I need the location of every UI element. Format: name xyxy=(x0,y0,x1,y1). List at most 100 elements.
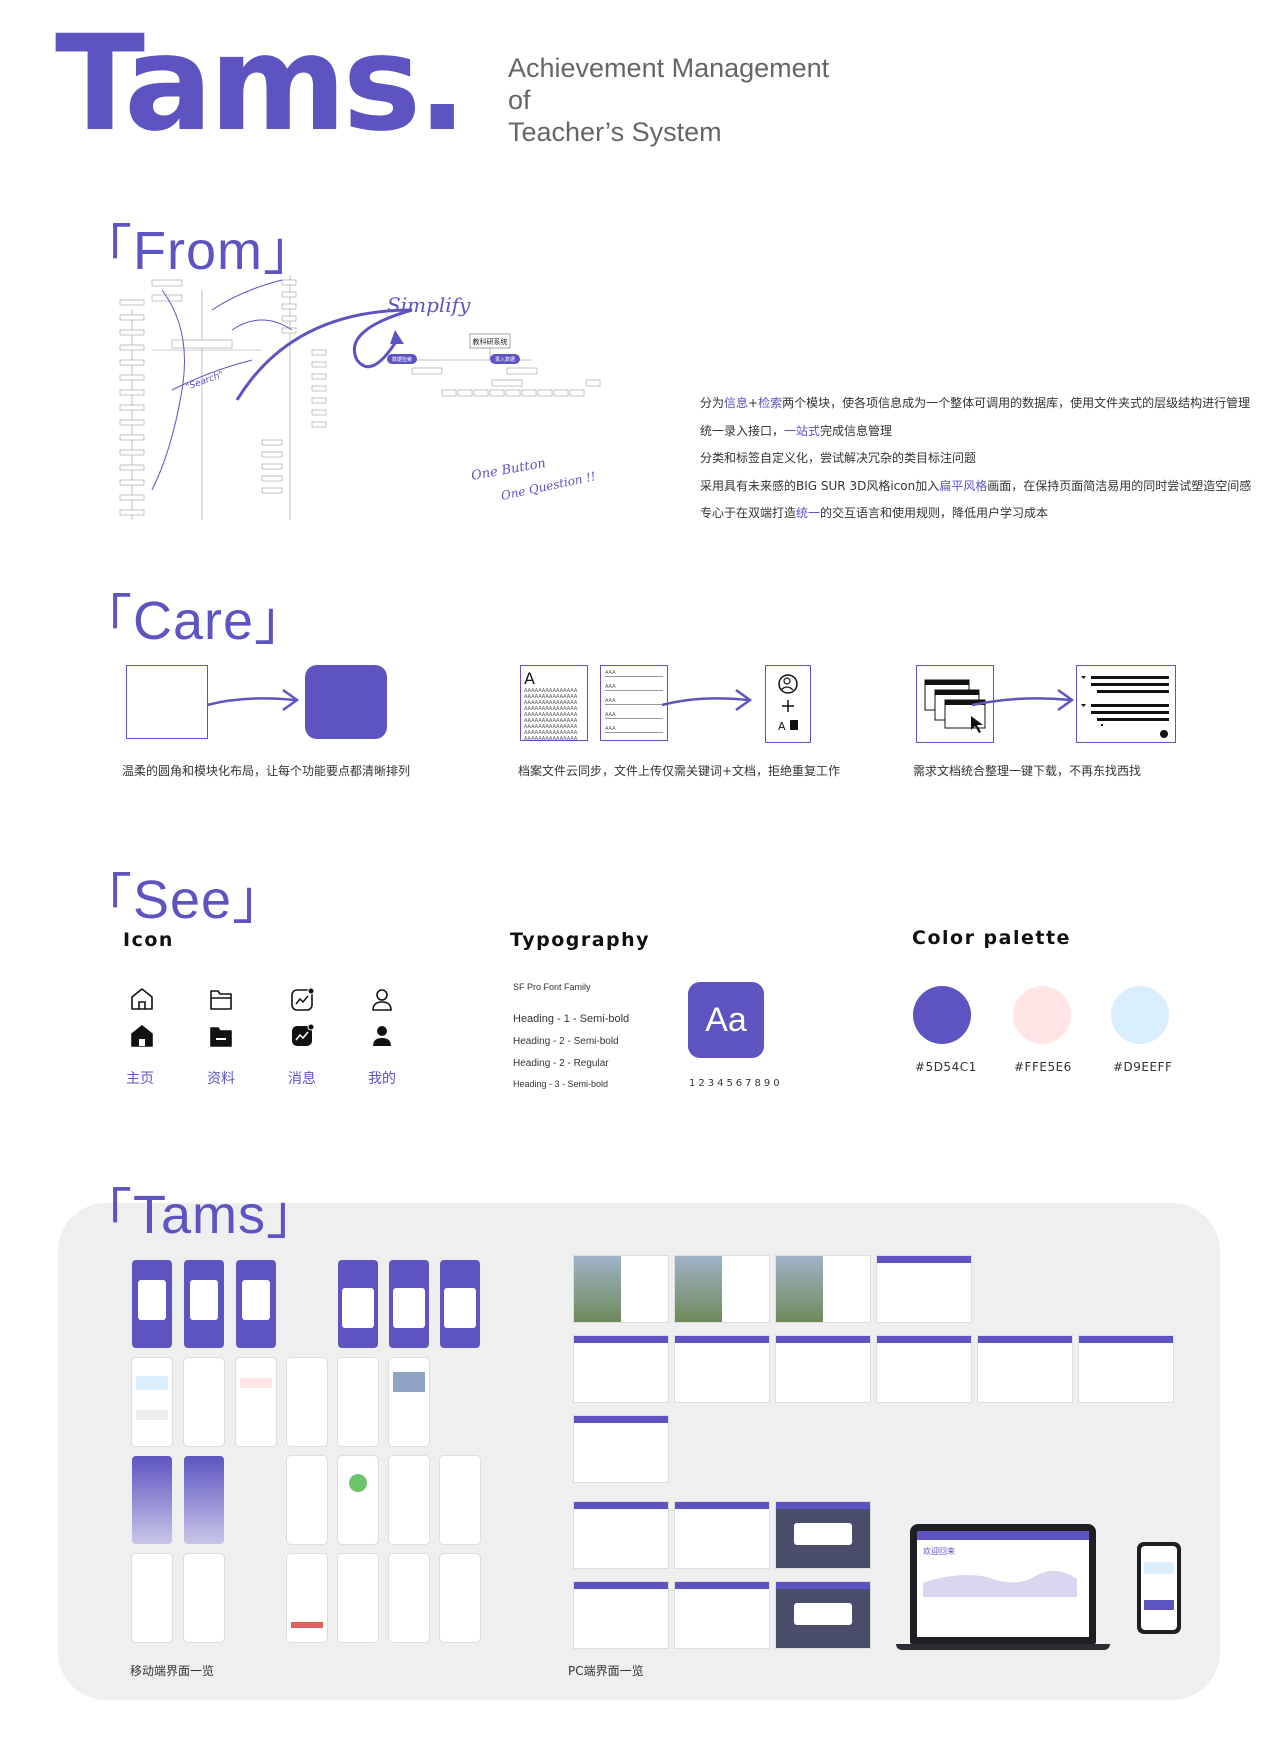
care-arrow-2 xyxy=(661,688,753,712)
mobile-screen-home xyxy=(132,1358,172,1446)
home-icon xyxy=(131,988,153,1047)
icon-heading: Icon xyxy=(123,929,174,951)
section-title-tams: 「Tams」 xyxy=(78,1185,322,1245)
mobile-screen-files xyxy=(184,1358,224,1446)
swatch-primary xyxy=(913,986,971,1044)
mobile-screen-profile-2 xyxy=(184,1456,224,1544)
folder-icon xyxy=(210,990,232,1047)
pc-screen-list-1 xyxy=(574,1336,668,1402)
laptop-screen: 欢迎回来 xyxy=(917,1531,1089,1637)
from-line-1: 分为信息+检索两个模块，使各项信息成为一个整体可调用的数据库，使用文件夹式的层级… xyxy=(700,396,1251,410)
mobile-screen-mine xyxy=(132,1554,172,1642)
mindmap-simplify-note: Simplify xyxy=(387,293,471,317)
mobile-screen-onboarding-3 xyxy=(236,1260,276,1348)
from-line-3: 分类和标签自定义化，尝试解决冗杂的类目标注问题 xyxy=(700,451,977,465)
pc-screen-success-1 xyxy=(776,1502,870,1568)
care-caption-3: 需求文档统合整理一键下载，不再东找西找 xyxy=(913,764,1142,778)
subtitle-line-1: Achievement Management xyxy=(508,53,830,83)
mobile-screen-onboarding-2 xyxy=(184,1260,224,1348)
care-rounded-block xyxy=(305,665,387,739)
pc-screen-success-2 xyxy=(776,1582,870,1648)
care-caption-1: 温柔的圆角和模块化布局，让每个功能要点都清晰排列 xyxy=(122,764,411,778)
mobile-screen-login-1 xyxy=(338,1260,378,1348)
laptop-mockup: 欢迎回来 xyxy=(910,1524,1096,1644)
care-square-outline xyxy=(126,665,208,739)
mindmap-right-pill: 录入数据 xyxy=(495,356,515,363)
pc-screen-table-2 xyxy=(574,1582,668,1648)
typo-font-family: SF Pro Font Family xyxy=(513,982,591,992)
mobile-screen-account xyxy=(338,1554,378,1642)
mobile-screen-files-3 xyxy=(287,1358,327,1446)
pc-screen-list-5 xyxy=(978,1336,1072,1402)
typography-digits: 1234567890 xyxy=(689,1078,783,1089)
care-upload-card: A xyxy=(765,665,811,743)
subtitle-line-2: of xyxy=(508,85,531,115)
from-line-5: 专心于在双端打造统一的交互语言和使用规则，降低用户学习成本 xyxy=(700,506,1049,520)
laptop-welcome: 欢迎回来 xyxy=(923,1547,955,1556)
mindmap-search-note: "Search" xyxy=(185,370,225,393)
typo-heading-1: Heading - 1 - Semi-bold xyxy=(513,1013,630,1025)
pc-screen-list-6 xyxy=(1079,1336,1173,1402)
mobile-screen-settings xyxy=(287,1554,327,1642)
mobile-screen-files-2 xyxy=(236,1358,276,1446)
subtitle-line-3: Teacher’s System xyxy=(508,117,722,147)
swatch-pink xyxy=(1013,986,1071,1044)
swatch-label-primary: #5D54C1 xyxy=(915,1060,977,1074)
pc-screen-login-1 xyxy=(574,1256,668,1322)
swatch-blue xyxy=(1111,986,1169,1044)
upload-keyword-icon: A xyxy=(778,674,798,733)
typo-heading-3: Heading - 3 - Semi-bold xyxy=(513,1079,609,1089)
user-icon xyxy=(372,989,392,1046)
download-list-icon xyxy=(1081,676,1169,738)
mobile-screen-toggles xyxy=(389,1554,429,1642)
icon-label-files: 资料 xyxy=(207,1071,235,1087)
svg-text:A: A xyxy=(778,720,786,733)
care-arrow-1 xyxy=(206,688,300,712)
section-title-care: 「Care」 xyxy=(78,591,310,651)
care-list-card: AAA AAA AAA AAA AAA xyxy=(600,665,668,741)
mobile-caption: 移动端界面一览 xyxy=(130,1664,215,1678)
mobile-screen-onboarding-1 xyxy=(132,1260,172,1348)
mindmap-left-pill: 数据检索 xyxy=(392,356,412,363)
from-line-2: 统一录入接口，一站式完成信息管理 xyxy=(700,423,893,438)
mobile-screen-detail xyxy=(389,1358,429,1446)
section-title-from: 「From」 xyxy=(78,221,318,281)
typography-heading: Typography xyxy=(510,929,651,951)
pc-screen-profile xyxy=(574,1416,668,1482)
brand-logo: Tams. xyxy=(55,7,467,161)
pc-screen-dashboard xyxy=(877,1256,971,1322)
pc-screen-list-2 xyxy=(675,1336,769,1402)
phone-mockup xyxy=(1137,1542,1181,1634)
pc-screen-login-2 xyxy=(675,1256,769,1322)
care-caption-2: 档案文件云同步，文件上传仅需关键词+文档，拒绝重复工作 xyxy=(518,764,841,778)
brand-subtitle: Achievement Management of Teacher’s Syst… xyxy=(508,52,829,148)
mobile-screen-list-2 xyxy=(440,1456,480,1544)
from-description: 分为信息+检索两个模块，使各项信息成为一个整体可调用的数据库，使用文件夹式的层级… xyxy=(700,390,1251,528)
icon-label-home: 主页 xyxy=(126,1071,154,1087)
care-arrow-3 xyxy=(971,688,1075,712)
mobile-screen-mine-2 xyxy=(184,1554,224,1642)
mobile-screen-list xyxy=(389,1456,429,1544)
pc-screen-login-3 xyxy=(776,1256,870,1322)
mobile-screen-success xyxy=(338,1456,378,1544)
laptop-wave-chart xyxy=(923,1570,1077,1597)
mobile-screen-profile-1 xyxy=(132,1456,172,1544)
care-download-list-card xyxy=(1076,665,1176,743)
stacked-windows-icon xyxy=(924,679,986,733)
care-windows-card xyxy=(916,665,994,743)
mobile-screens-grid xyxy=(130,1260,490,1650)
icon-label-mine: 我的 xyxy=(368,1071,396,1087)
from-line-4: 采用具有未来感的BIG SUR 3D风格icon加入扁平风格画面，在保持页面简洁… xyxy=(700,478,1252,493)
mobile-screen-toggles-2 xyxy=(440,1554,480,1642)
pc-screen-form-1 xyxy=(675,1502,769,1568)
pc-screen-table-1 xyxy=(574,1502,668,1568)
mobile-screen-form xyxy=(287,1456,327,1544)
pc-caption: PC端界面一览 xyxy=(568,1664,644,1678)
mobile-screen-messages xyxy=(338,1358,378,1446)
pc-screens-grid xyxy=(574,1256,1174,1656)
typography-sample-tile: Aa xyxy=(688,982,764,1058)
mobile-screen-login-2 xyxy=(389,1260,429,1348)
mindmap-root-node: 教科研系统 xyxy=(473,337,508,346)
message-icon xyxy=(291,987,315,1046)
